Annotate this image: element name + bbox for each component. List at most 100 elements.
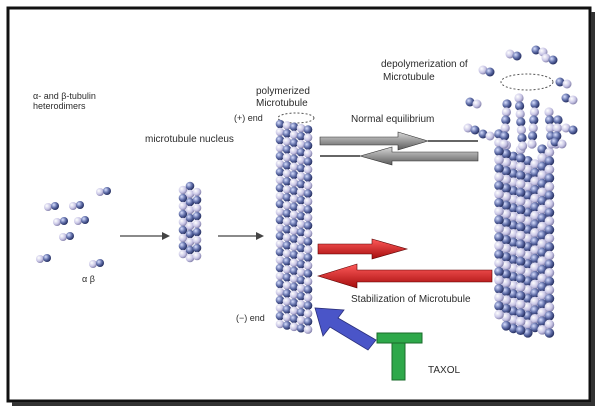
- beta-tubulin: [561, 93, 571, 103]
- beta-tubulin: [501, 235, 512, 245]
- alpha-tubulin: [494, 241, 504, 251]
- alpha-tubulin: [89, 260, 97, 268]
- beta-tubulin: [529, 115, 539, 125]
- alpha-tubulin: [289, 322, 299, 332]
- alpha-tubulin: [544, 285, 555, 295]
- beta-tubulin: [537, 178, 547, 189]
- beta-tubulin: [178, 193, 188, 203]
- alpha-tubulin: [178, 217, 188, 227]
- beta-tubulin: [289, 122, 299, 132]
- alpha-tubulin: [296, 139, 306, 149]
- beta-tubulin: [303, 253, 313, 262]
- minus-end-label: (−) end: [236, 313, 265, 323]
- beta-tubulin: [275, 151, 285, 161]
- alpha-tubulin: [178, 249, 188, 259]
- beta-tubulin: [501, 286, 512, 297]
- alpha-tubulin: [178, 185, 188, 195]
- alpha-tubulin: [544, 147, 555, 158]
- beta-tubulin: [508, 237, 519, 248]
- beta-tubulin: [303, 205, 313, 214]
- beta-tubulin: [289, 186, 299, 196]
- alpha-tubulin: [544, 250, 555, 261]
- beta-tubulin: [185, 181, 195, 191]
- alpha-tubulin: [515, 299, 526, 310]
- alpha-tubulin: [289, 306, 299, 316]
- beta-tubulin: [515, 273, 526, 284]
- alpha-tubulin: [537, 170, 547, 180]
- alpha-tubulin: [494, 309, 504, 320]
- beta-tubulin: [103, 187, 111, 195]
- alpha-tubulin: [501, 260, 512, 271]
- alpha-tubulin: [275, 143, 285, 153]
- alpha-tubulin: [544, 164, 555, 175]
- beta-tubulin: [537, 196, 547, 206]
- beta-tubulin: [545, 115, 555, 125]
- alpha-tubulin: [289, 210, 299, 220]
- beta-tubulin: [282, 289, 292, 298]
- alpha-tubulin: [463, 123, 473, 133]
- alpha-tubulin: [282, 233, 292, 242]
- beta-tubulin: [515, 222, 526, 232]
- beta-tubulin: [303, 157, 313, 166]
- alpha-tubulin: [282, 201, 292, 210]
- alpha-tubulin: [485, 131, 495, 141]
- taxol-label: TAXOL: [428, 365, 461, 376]
- alpha-tubulin: [303, 309, 313, 318]
- alpha-tubulin: [544, 182, 555, 192]
- beta-tubulin: [501, 269, 512, 280]
- alpha-tubulin: [289, 178, 299, 188]
- beta-tubulin: [43, 254, 51, 262]
- beta-tubulin: [185, 213, 195, 223]
- beta-tubulin: [537, 230, 547, 240]
- alpha-tubulin: [289, 162, 299, 172]
- alpha-tubulin: [282, 185, 292, 194]
- alpha-tubulin: [508, 211, 519, 222]
- free-heterodimers: [36, 187, 111, 268]
- beta-tubulin: [303, 221, 313, 230]
- beta-tubulin: [537, 144, 547, 154]
- alpha-tubulin: [303, 261, 313, 270]
- beta-tubulin: [275, 119, 285, 129]
- alpha-tubulin: [192, 219, 202, 229]
- beta-tubulin: [537, 282, 547, 292]
- beta-tubulin: [550, 137, 560, 147]
- beta-tubulin: [76, 201, 84, 209]
- beta-tubulin: [515, 205, 526, 215]
- beta-tubulin: [289, 266, 299, 276]
- alpha-tubulin: [537, 239, 547, 249]
- alpha-tubulin: [500, 123, 510, 133]
- alpha-tubulin: [515, 230, 526, 241]
- alpha-tubulin: [275, 191, 285, 201]
- alpha-tubulin: [523, 199, 533, 209]
- beta-tubulin: [282, 193, 292, 202]
- alpha-tubulin: [192, 235, 202, 245]
- equilibrium-reverse-arrow: [320, 146, 479, 166]
- alpha-tubulin: [515, 265, 526, 275]
- beta-tubulin: [544, 276, 555, 287]
- figure-shadow-right: [591, 12, 595, 404]
- alpha-tubulin: [508, 177, 519, 187]
- beta-tubulin: [500, 131, 510, 141]
- beta-tubulin: [289, 234, 299, 244]
- alpha-tubulin: [508, 263, 519, 274]
- beta-tubulin: [275, 135, 285, 145]
- alpha-tubulin: [53, 218, 61, 226]
- beta-tubulin: [523, 173, 533, 183]
- normal-equilibrium-label: Normal equilibrium: [351, 114, 435, 125]
- alpha-tubulin: [501, 174, 512, 185]
- alpha-tubulin: [515, 162, 526, 172]
- beta-tubulin: [282, 305, 292, 314]
- alpha-tubulin: [275, 127, 285, 137]
- alpha-tubulin: [523, 181, 533, 192]
- beta-tubulin: [96, 259, 104, 267]
- beta-tubulin: [548, 55, 558, 65]
- alpha-tubulin: [275, 303, 285, 313]
- alpha-tubulin: [501, 312, 512, 323]
- beta-tubulin: [289, 314, 299, 324]
- alpha-tubulin: [501, 243, 512, 254]
- beta-tubulin: [501, 166, 512, 176]
- beta-tubulin: [303, 301, 313, 310]
- alpha-tubulin: [185, 237, 195, 247]
- beta-tubulin: [494, 180, 504, 191]
- beta-tubulin: [528, 131, 538, 141]
